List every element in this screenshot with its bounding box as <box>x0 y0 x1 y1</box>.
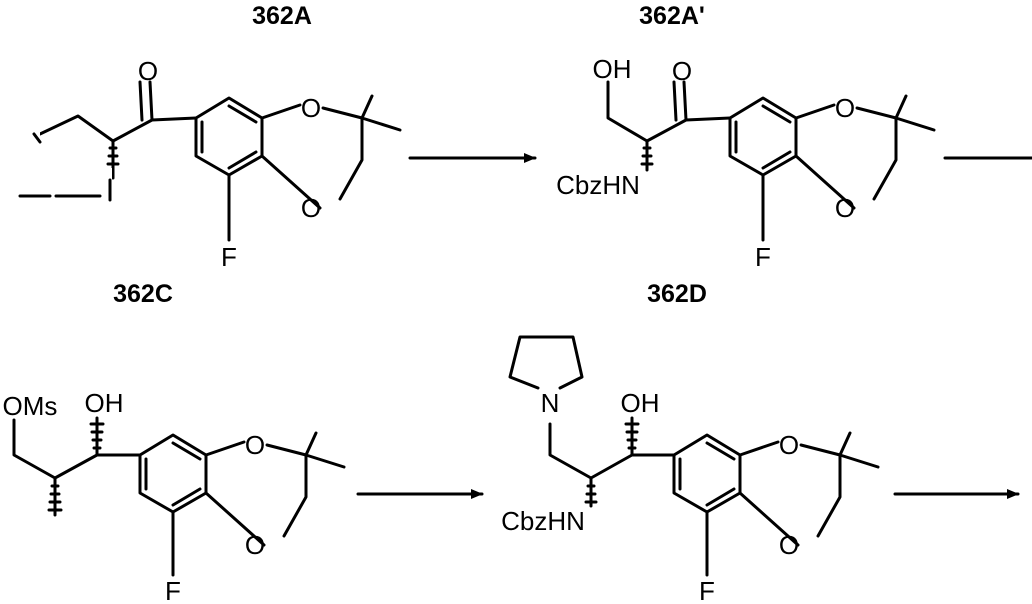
ch2oh-bonds <box>608 82 647 141</box>
benzene-ring <box>730 98 796 175</box>
side-chain <box>40 116 113 141</box>
compound-id-362A: 362A <box>252 2 312 30</box>
atom-label: O <box>672 56 692 86</box>
atom-label: O <box>301 193 321 223</box>
atom-label: OH <box>621 388 660 418</box>
compound-362D: 362D N OH CbzHN O O F <box>501 280 1018 604</box>
atom-label: F <box>165 576 181 604</box>
gem-dimethyl <box>896 96 934 130</box>
chain-bonds <box>14 420 140 478</box>
atom-label: O <box>779 530 799 560</box>
compound-362C: 362C OMs OH O O F <box>3 280 344 604</box>
compound-362A-prime: 362A' OH O CbzHN O O F <box>556 2 1032 272</box>
atom-label: O <box>245 530 265 560</box>
atom-label: F <box>221 242 237 272</box>
aromatic-double-bonds <box>202 106 256 168</box>
atom-label: CbzHN <box>556 170 640 200</box>
compound-id-362D: 362D <box>647 280 707 308</box>
atom-label: O <box>779 430 799 460</box>
ketone-bonds <box>113 82 196 141</box>
aromatic-double-bonds <box>680 443 734 505</box>
aromatic-double-bonds <box>736 106 790 168</box>
stereo-hash <box>49 478 61 515</box>
atom-label: F <box>699 576 715 604</box>
gem-dimethyl <box>840 433 878 467</box>
compound-id-362A-prime: 362A' <box>639 2 705 30</box>
atom-label: O <box>245 430 265 460</box>
atom-label: O <box>835 93 855 123</box>
benzene-ring <box>140 435 206 512</box>
aromatic-double-bonds <box>146 443 200 505</box>
stereo-hash <box>642 141 652 170</box>
benzene-ring <box>196 98 262 175</box>
atom-label: O <box>301 93 321 123</box>
compound-id-362C: 362C <box>113 280 173 308</box>
gem-dimethyl <box>362 96 400 130</box>
oh-stereo-hash <box>626 418 638 455</box>
atom-label: N <box>541 388 560 418</box>
pyrrolidine-ring <box>510 337 582 388</box>
benzene-ring <box>674 435 740 512</box>
atom-label: O <box>138 56 158 86</box>
oh-stereo-hash <box>91 418 103 455</box>
atom-label: F <box>755 242 771 272</box>
atom-label: CbzHN <box>501 506 585 536</box>
chain-bonds <box>550 424 674 478</box>
atom-label: OH <box>593 54 632 84</box>
stereo-hash <box>586 478 596 506</box>
atom-label: O <box>835 193 855 223</box>
atom-label: OMs <box>3 391 58 421</box>
ketone-bonds <box>647 82 730 141</box>
gem-dimethyl <box>306 433 344 467</box>
atom-label: OH <box>85 388 124 418</box>
compound-362A: 362A O O O F <box>0 2 400 272</box>
